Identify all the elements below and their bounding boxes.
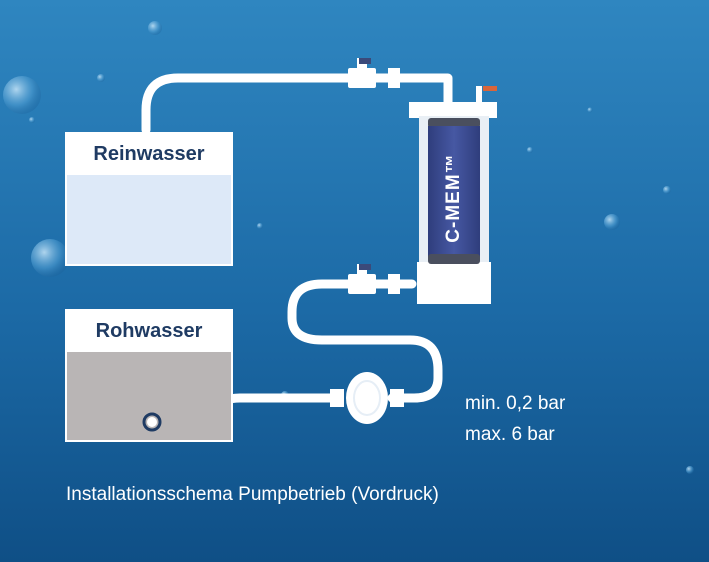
pressure-max: max. 6 bar bbox=[465, 424, 555, 445]
raw-tank-outline bbox=[65, 309, 233, 442]
cmem-filter-housing bbox=[409, 86, 497, 304]
bubble bbox=[148, 21, 162, 35]
raw-water-tank bbox=[65, 309, 233, 442]
housing-cap bbox=[409, 102, 497, 118]
bubble bbox=[527, 147, 533, 153]
valve-handle bbox=[359, 58, 371, 64]
clean-water-pipe bbox=[141, 73, 357, 135]
pump bbox=[330, 372, 404, 424]
clean-tank-top bbox=[66, 133, 232, 175]
raw-tank-top bbox=[66, 310, 232, 352]
bubble bbox=[587, 107, 593, 113]
valve-top bbox=[348, 58, 400, 88]
suction-inlet-core bbox=[147, 417, 157, 427]
valve-handle bbox=[359, 264, 371, 270]
suction-inlet bbox=[142, 412, 162, 432]
vent-stem bbox=[476, 86, 482, 104]
clean-tank-outline bbox=[65, 132, 233, 266]
raw-water-label: Rohwasser bbox=[95, 320, 203, 342]
diagram-caption: Installationsschema Pumpbetrieb (Vordruc… bbox=[66, 484, 439, 505]
bubble bbox=[29, 117, 35, 123]
bubble bbox=[604, 214, 620, 230]
bubble bbox=[31, 239, 69, 277]
housing-base bbox=[417, 262, 491, 304]
cartridge-bottom bbox=[428, 254, 480, 264]
valve-bottom bbox=[348, 264, 400, 294]
bubbles bbox=[3, 21, 694, 474]
bubble bbox=[97, 74, 105, 82]
bubble bbox=[3, 76, 41, 114]
cartridge-body bbox=[428, 126, 480, 258]
cartridge-top bbox=[428, 118, 480, 128]
clean-tank-water bbox=[66, 175, 232, 265]
bubble bbox=[686, 466, 694, 474]
cmem-filter-label: C-MEM™ bbox=[443, 153, 464, 243]
clean-water-label: Reinwasser bbox=[93, 143, 205, 165]
bubble bbox=[663, 186, 671, 194]
vent-cap bbox=[483, 86, 497, 91]
pressure-min: min. 0,2 bar bbox=[465, 393, 566, 414]
bubble bbox=[257, 223, 263, 229]
clean-water-tank bbox=[65, 132, 233, 266]
raw-tank-water bbox=[66, 352, 232, 441]
